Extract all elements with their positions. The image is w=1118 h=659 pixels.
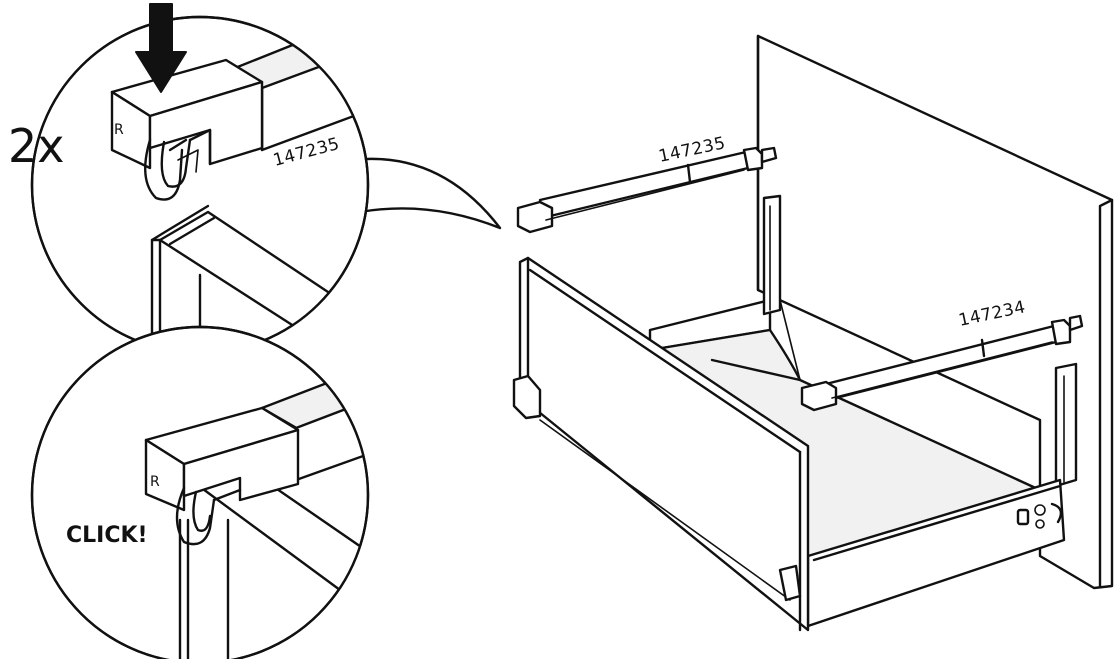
rear-post-right [1054, 362, 1078, 488]
callout-tail [350, 157, 502, 230]
upper-gallery-rail [516, 146, 778, 234]
down-arrow-icon [135, 3, 187, 93]
quantity-label: 2x [8, 119, 65, 173]
lock-symbol-icon [1016, 502, 1063, 529]
front-fitting-left [512, 374, 542, 420]
lower-gallery-rail [800, 314, 1084, 412]
cabinet-side-panel [756, 34, 1114, 590]
side-mark-bottom: R [150, 474, 160, 490]
rear-post-left [762, 194, 782, 316]
side-mark-top: R [114, 122, 124, 138]
detail-circle-top: R 147235 [30, 3, 502, 355]
drawer-assembly: 147235 147234 [512, 34, 1114, 632]
click-label: CLICK! [66, 523, 148, 548]
detail-circle-bottom: R CLICK! [30, 325, 370, 659]
